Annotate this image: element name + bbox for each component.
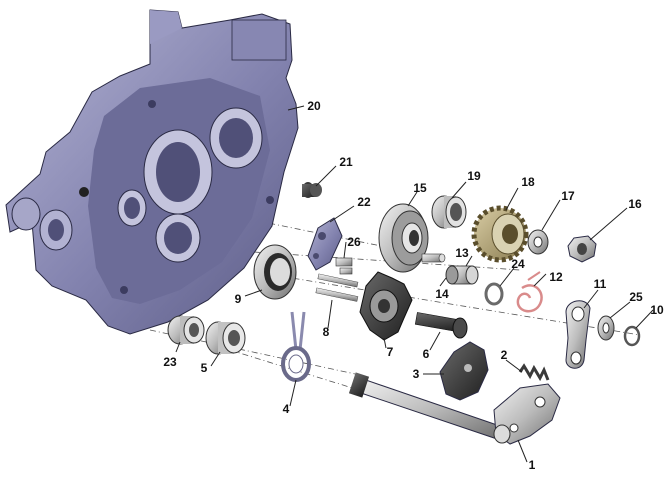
part-11-shift-arm [565, 300, 591, 369]
part-12-spring [516, 271, 543, 313]
part-14-pin [421, 253, 446, 263]
part-25-washer [597, 315, 615, 341]
callout-1: 1 [529, 458, 536, 472]
callout-12: 12 [549, 270, 563, 284]
callout-16: 16 [628, 197, 642, 211]
callout-20: 20 [307, 99, 321, 113]
callout-9: 9 [235, 292, 242, 306]
callout-5: 5 [201, 361, 208, 375]
part-16-nut [567, 235, 597, 263]
callout-6: 6 [423, 347, 430, 361]
part-3-stopper-plate [439, 341, 489, 401]
part-15-bearing [378, 203, 429, 273]
callout-13: 13 [455, 246, 469, 260]
part-8-pins [315, 273, 359, 302]
callout-15: 15 [413, 181, 427, 195]
part-19-bushing [431, 195, 467, 229]
part-7-shift-cam [359, 271, 413, 341]
part-13-sleeve [445, 265, 479, 285]
callout-17: 17 [561, 189, 575, 203]
callout-25: 25 [629, 290, 643, 304]
part-5-bushing [205, 321, 246, 355]
part-9-oil-seal [253, 244, 297, 300]
callout-4: 4 [283, 402, 290, 416]
part-2-coil-spring [518, 363, 550, 382]
callout-7: 7 [387, 345, 394, 359]
callout-11: 11 [594, 277, 607, 291]
part-18-gear [471, 205, 529, 263]
callout-8: 8 [323, 325, 330, 339]
callout-2: 2 [501, 348, 508, 362]
part-24-ring [484, 282, 504, 306]
leader-lines [175, 105, 654, 463]
part-6-bolt [414, 312, 468, 339]
part-10-circlip [623, 325, 641, 347]
callout-19: 19 [467, 169, 481, 183]
part-17-washer [527, 229, 549, 255]
callout-26: 26 [347, 235, 361, 249]
part-22-bracket [307, 217, 343, 271]
callout-18: 18 [521, 175, 535, 189]
part-1-shift-shaft [348, 372, 561, 445]
part-23-bushing [167, 315, 205, 345]
callout-22: 22 [357, 195, 371, 209]
callout-3: 3 [413, 367, 420, 381]
callout-24: 24 [511, 257, 525, 271]
callout-23: 23 [163, 355, 177, 369]
part-4-spring [281, 311, 311, 382]
part-21-dowel [302, 182, 322, 198]
part-20-crankcase [5, 9, 299, 335]
part-26-bolts [335, 257, 353, 275]
callout-14: 14 [435, 287, 449, 301]
callout-21: 21 [339, 155, 353, 169]
callout-labels: 1 2 3 4 5 6 7 8 9 10 11 12 13 14 15 16 1… [163, 99, 664, 472]
callout-10: 10 [650, 303, 664, 317]
